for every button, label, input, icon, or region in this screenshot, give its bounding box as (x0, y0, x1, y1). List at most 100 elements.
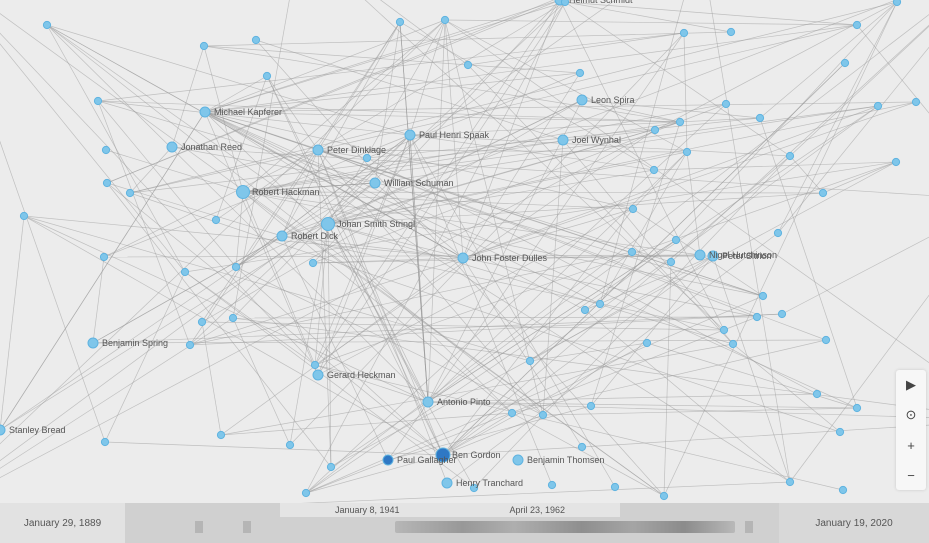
timeline[interactable]: January 29, 1889 January 8, 1941 April 2… (0, 503, 929, 543)
graph-node-labeled[interactable] (87, 337, 99, 349)
graph-node-labeled[interactable] (557, 134, 569, 146)
graph-node[interactable] (758, 291, 768, 301)
graph-nodes[interactable] (0, 0, 921, 501)
graph-node[interactable] (228, 313, 238, 323)
graph-node[interactable] (852, 20, 862, 30)
graph-node[interactable] (101, 145, 111, 155)
play-icon[interactable]: ▶ (906, 377, 916, 392)
graph-node[interactable] (211, 215, 221, 225)
graph-node[interactable] (628, 204, 638, 214)
graph-node[interactable] (362, 153, 372, 163)
graph-node-labeled[interactable] (369, 177, 381, 189)
graph-node[interactable] (560, 0, 570, 7)
graph-node[interactable] (721, 99, 731, 109)
graph-node[interactable] (440, 15, 450, 25)
graph-node[interactable] (180, 267, 190, 277)
graph-node[interactable] (102, 178, 112, 188)
graph-node[interactable] (262, 71, 272, 81)
timeline-selected-range[interactable]: January 8, 1941 April 23, 1962 (280, 503, 620, 517)
graph-node-labeled[interactable] (694, 249, 706, 261)
graph-node[interactable] (310, 360, 320, 370)
zoom-out-icon[interactable]: − (907, 467, 915, 483)
graph-node[interactable] (580, 305, 590, 315)
graph-node[interactable] (538, 410, 548, 420)
graph-node[interactable] (785, 477, 795, 487)
graph-node[interactable] (93, 96, 103, 106)
graph-node[interactable] (752, 312, 762, 322)
graph-node[interactable] (100, 437, 110, 447)
graph-node-labeled[interactable] (707, 250, 719, 262)
graph-node[interactable] (818, 188, 828, 198)
graph-node[interactable] (507, 408, 517, 418)
graph-node[interactable] (199, 41, 209, 51)
graph-node[interactable] (821, 335, 831, 345)
graph-node[interactable] (216, 430, 226, 440)
graph-node[interactable] (231, 262, 241, 272)
graph-node[interactable] (610, 482, 620, 492)
graph-node[interactable] (125, 188, 135, 198)
graph-node-labeled[interactable] (576, 94, 588, 106)
graph-node[interactable] (891, 157, 901, 167)
graph-node-labeled[interactable] (435, 447, 451, 463)
graph-node[interactable] (308, 258, 318, 268)
graph-node[interactable] (99, 252, 109, 262)
graph-node[interactable] (19, 211, 29, 221)
zoom-in-icon[interactable]: + (907, 437, 915, 453)
graph-node[interactable] (773, 228, 783, 238)
graph-node-labeled[interactable] (0, 424, 6, 436)
graph-node-labeled[interactable] (276, 230, 288, 242)
graph-node[interactable] (469, 483, 479, 493)
reset-view-icon[interactable]: ⊙ (905, 407, 917, 422)
graph-node-labeled[interactable] (166, 141, 178, 153)
graph-node[interactable] (728, 339, 738, 349)
graph-node[interactable] (666, 257, 676, 267)
graph-node[interactable] (326, 462, 336, 472)
graph-node[interactable] (285, 440, 295, 450)
graph-node[interactable] (679, 28, 689, 38)
graph-node-labeled[interactable] (312, 144, 324, 156)
graph-node[interactable] (547, 480, 557, 490)
graph-node-labeled[interactable] (312, 369, 324, 381)
graph-node[interactable] (463, 60, 473, 70)
graph-node[interactable] (575, 68, 585, 78)
graph-node[interactable] (777, 309, 787, 319)
graph-node-labeled[interactable] (382, 454, 394, 466)
graph-node[interactable] (873, 101, 883, 111)
graph-node[interactable] (197, 317, 207, 327)
graph-node[interactable] (42, 20, 52, 30)
graph-node[interactable] (649, 165, 659, 175)
graph-node-labeled[interactable] (321, 217, 335, 231)
graph-node[interactable] (719, 325, 729, 335)
graph-node[interactable] (627, 247, 637, 257)
graph-node-labeled[interactable] (404, 129, 416, 141)
graph-node[interactable] (642, 338, 652, 348)
graph-node[interactable] (251, 35, 261, 45)
graph-node[interactable] (911, 97, 921, 107)
graph-node-labeled[interactable] (236, 185, 250, 199)
graph-node[interactable] (755, 113, 765, 123)
graph-node[interactable] (185, 340, 195, 350)
graph-node[interactable] (650, 125, 660, 135)
graph-node[interactable] (301, 488, 311, 498)
graph-node[interactable] (659, 491, 669, 501)
graph-node[interactable] (812, 389, 822, 399)
graph-node[interactable] (671, 235, 681, 245)
timeline-track[interactable]: January 8, 1941 April 23, 1962 (125, 503, 779, 543)
graph-node-labeled[interactable] (199, 106, 211, 118)
graph-node[interactable] (577, 442, 587, 452)
graph-node-labeled[interactable] (512, 454, 524, 466)
graph-node[interactable] (586, 401, 596, 411)
graph-node[interactable] (525, 356, 535, 366)
graph-node[interactable] (595, 299, 605, 309)
graph-node[interactable] (675, 117, 685, 127)
graph-node[interactable] (682, 147, 692, 157)
graph-node[interactable] (838, 485, 848, 495)
graph-node[interactable] (840, 58, 850, 68)
graph-node[interactable] (395, 17, 405, 27)
graph-node[interactable] (835, 427, 845, 437)
graph-node[interactable] (785, 151, 795, 161)
graph-node[interactable] (726, 27, 736, 37)
graph-node[interactable] (852, 403, 862, 413)
graph-node-labeled[interactable] (441, 477, 453, 489)
